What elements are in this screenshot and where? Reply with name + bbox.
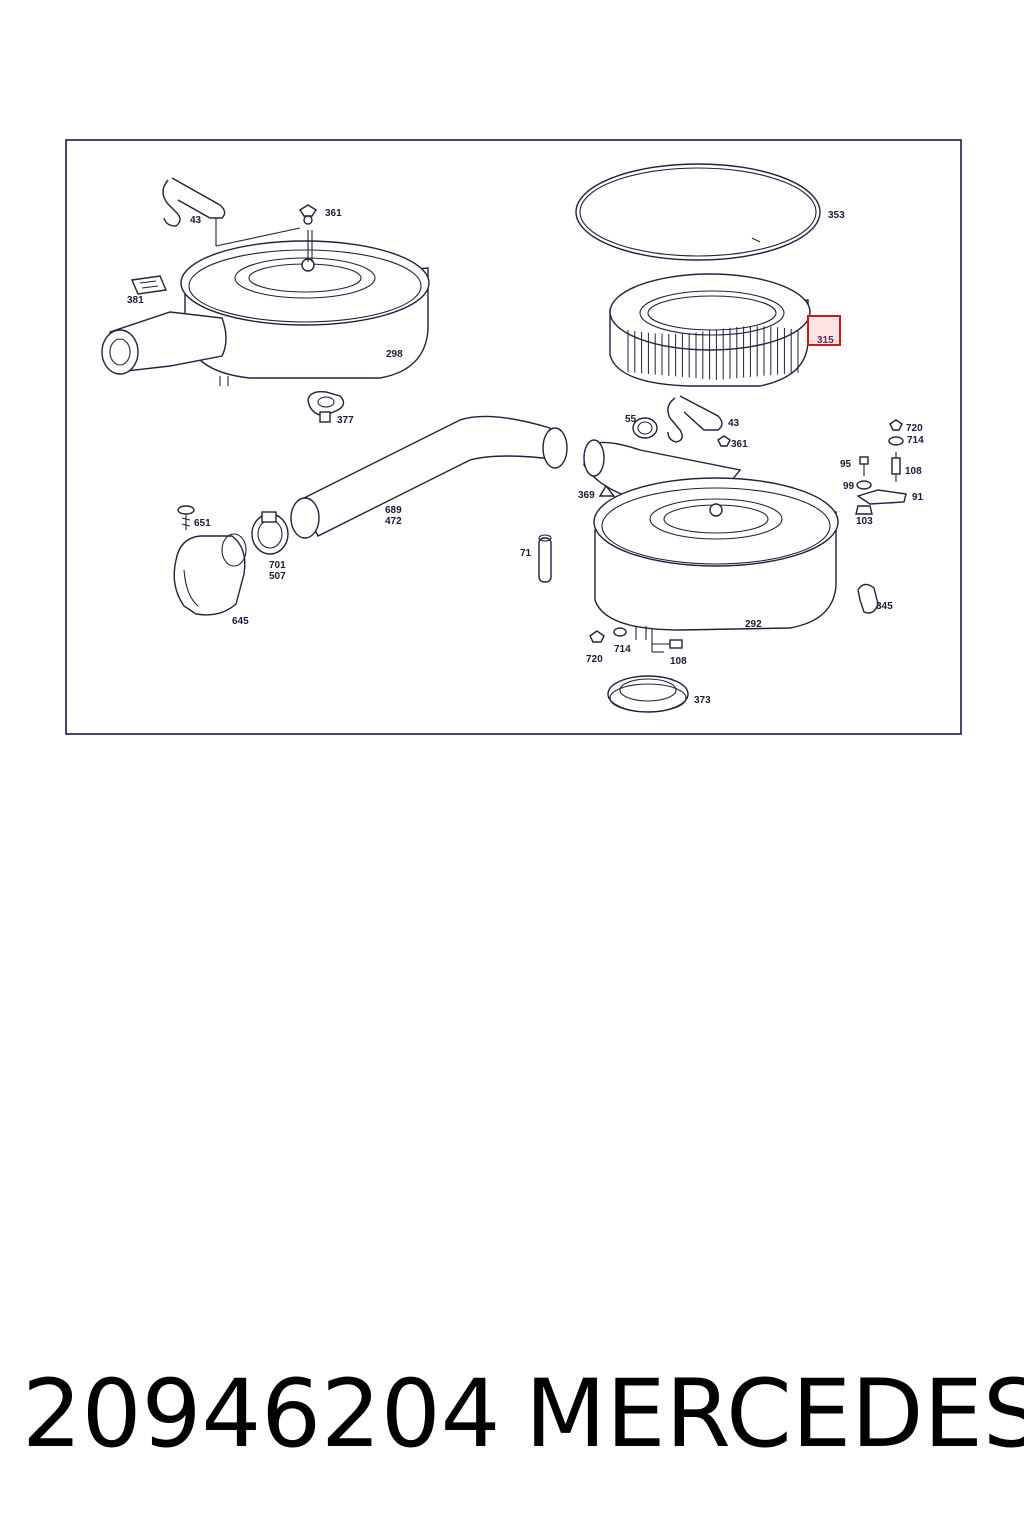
label-701: 701 (269, 560, 286, 571)
label-377: 377 (337, 415, 354, 426)
label-361-left: 361 (325, 208, 342, 219)
parts-diagram: 315 43 361 381 298 377 353 55 43 361 720… (65, 139, 962, 735)
label-689: 689 (385, 505, 402, 516)
seal-ring-373 (607, 675, 689, 713)
label-plate-381 (130, 275, 168, 295)
label-720-bottom: 720 (586, 654, 603, 665)
hose-bracket-43-left (162, 177, 301, 247)
seal-ring-353 (575, 163, 821, 261)
diagram-frame (65, 139, 962, 735)
label-381: 381 (127, 295, 144, 306)
grommet-377 (307, 390, 345, 423)
label-472: 472 (385, 516, 402, 527)
screw-651 (177, 505, 195, 530)
label-645: 645 (232, 616, 249, 627)
air-filter-element-315 (609, 273, 811, 387)
label-108-right: 108 (905, 466, 922, 477)
label-103: 103 (856, 516, 873, 527)
label-714-right: 714 (907, 435, 924, 446)
air-filter-housing-292 (583, 439, 839, 640)
clip-345 (857, 583, 879, 614)
intake-hose-689 (290, 415, 568, 539)
hardware-group-right (855, 419, 907, 515)
label-55: 55 (625, 414, 637, 425)
label-108-bottom: 108 (670, 656, 687, 667)
label-43-left: 43 (190, 215, 202, 226)
intake-elbow-645 (173, 533, 247, 616)
wing-nut-361-right (717, 435, 731, 447)
wing-nut-361-left (299, 204, 317, 225)
air-filter-housing-298 (101, 230, 430, 386)
hose-clamp-701 (251, 511, 289, 555)
footer: 20946204 MERCEDES (0, 1360, 1024, 1470)
label-507: 507 (269, 571, 286, 582)
label-369: 369 (578, 490, 595, 501)
label-315[interactable]: 315 (817, 335, 834, 346)
label-298: 298 (386, 349, 403, 360)
label-345: 345 (876, 601, 893, 612)
label-95: 95 (840, 459, 852, 470)
label-71: 71 (520, 548, 532, 559)
label-714-bottom: 714 (614, 644, 631, 655)
tube-71 (538, 534, 552, 583)
part-number: 20946204 (22, 1360, 501, 1469)
label-43-right: 43 (728, 418, 740, 429)
nut-369 (598, 484, 616, 497)
label-720-right: 720 (906, 423, 923, 434)
highlight-box-315[interactable] (807, 315, 841, 346)
label-353: 353 (828, 210, 845, 221)
hose-clamp-55 (632, 417, 658, 439)
hose-bracket-43-right (667, 395, 723, 443)
label-91: 91 (912, 492, 924, 503)
label-292: 292 (745, 619, 762, 630)
brand-name: MERCEDES (525, 1360, 1024, 1469)
filter-pleats (627, 326, 799, 380)
label-651: 651 (194, 518, 211, 529)
label-361-right: 361 (731, 439, 748, 450)
hardware-group-bottom (589, 627, 683, 653)
label-373: 373 (694, 695, 711, 706)
label-99: 99 (843, 481, 855, 492)
